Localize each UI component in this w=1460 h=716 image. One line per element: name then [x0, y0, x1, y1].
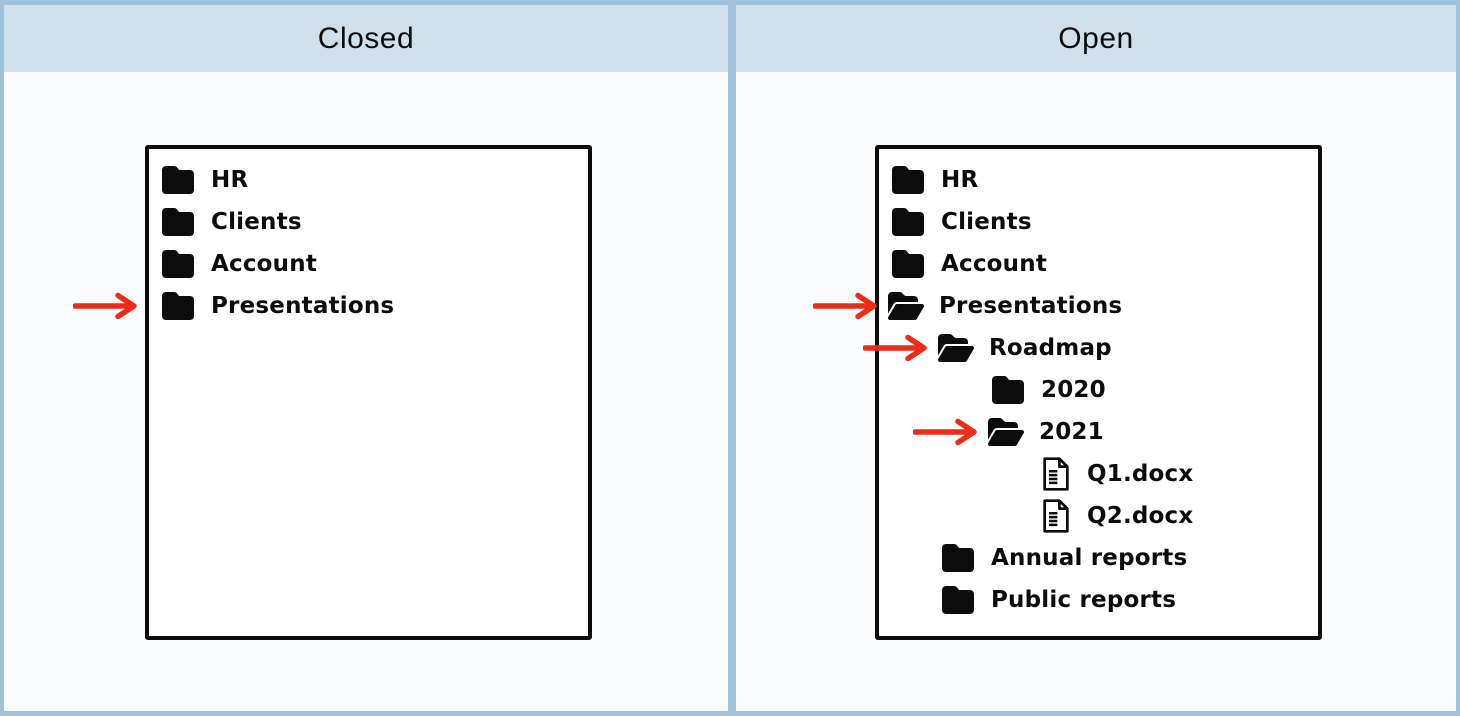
tree-row-q2-docx: Q2.docx [879, 495, 1318, 537]
folder-open-icon [988, 418, 1024, 446]
tree-label: Annual reports [991, 544, 1188, 571]
tree-label: 2021 [1039, 418, 1104, 445]
folder-closed-icon [162, 250, 194, 278]
tree-label: Clients [941, 208, 1032, 235]
tree-label: Account [211, 250, 318, 277]
folder-open-icon [938, 334, 974, 362]
column-title-closed: Closed [317, 21, 415, 55]
folder-open-icon [888, 292, 924, 320]
red-arrow-icon [862, 334, 927, 362]
tree-row-presentations: Presentations [72, 285, 588, 327]
folder-closed-icon [162, 166, 194, 194]
tree-label: Presentations [211, 292, 395, 319]
tree-label: Q2.docx [1087, 502, 1194, 529]
tree-label: HR [211, 166, 249, 193]
red-arrow-icon [912, 418, 977, 446]
tree-row-2021: 2021 [879, 411, 1318, 453]
tree-row-annual-reports: Annual reports [879, 537, 1318, 579]
tree-row-presentations: Presentations [812, 285, 1318, 327]
tree-row-account: Account [149, 243, 588, 285]
column-title-open: Open [1058, 21, 1134, 55]
folder-closed-icon [942, 544, 974, 572]
tree-row-2020: 2020 [879, 369, 1318, 411]
folder-closed-icon [892, 166, 924, 194]
tree-label: Account [941, 250, 1048, 277]
red-arrow-marker [912, 416, 979, 448]
tree-label: Q1.docx [1087, 460, 1194, 487]
column-header-closed: Closed [4, 5, 728, 72]
red-arrow-icon [72, 292, 137, 320]
red-arrow-icon [812, 292, 877, 320]
red-arrow-marker [72, 290, 139, 322]
red-arrow-marker [862, 332, 929, 364]
folder-closed-icon [892, 250, 924, 278]
folder-closed-icon [942, 586, 974, 614]
tree-row-public-reports: Public reports [879, 579, 1318, 621]
tree-row-account: Account [879, 243, 1318, 285]
tree-row-hr: HR [879, 159, 1318, 201]
tree-row-hr: HR [149, 159, 588, 201]
tree-label: Clients [211, 208, 302, 235]
folder-closed-icon [162, 208, 194, 236]
tree-row-roadmap: Roadmap [862, 327, 1318, 369]
tree-label: Public reports [991, 586, 1177, 613]
tree-label: HR [941, 166, 979, 193]
red-arrow-marker [812, 290, 879, 322]
folder-closed-icon [162, 292, 194, 320]
column-divider [728, 5, 736, 711]
tree-row-q1-docx: Q1.docx [879, 453, 1318, 495]
tree-row-clients: Clients [879, 201, 1318, 243]
folder-closed-icon [892, 208, 924, 236]
tree-label: Presentations [939, 292, 1123, 319]
column-header-open: Open [736, 5, 1456, 72]
tree-label: Roadmap [989, 334, 1112, 361]
tree-row-clients: Clients [149, 201, 588, 243]
document-icon [1043, 457, 1069, 491]
folder-closed-icon [992, 376, 1024, 404]
tree-label: 2020 [1041, 376, 1106, 403]
document-icon [1043, 499, 1069, 533]
